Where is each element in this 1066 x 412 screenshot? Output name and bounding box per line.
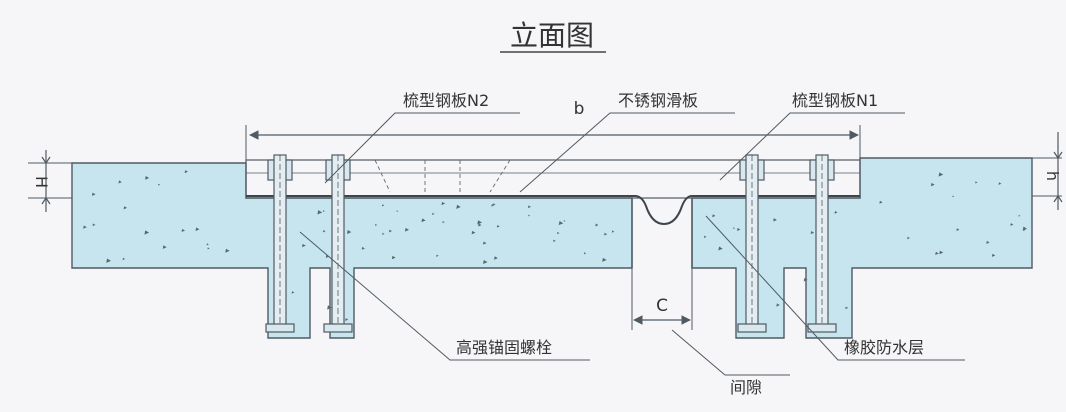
dimension-h-label: h (1043, 171, 1062, 181)
label-rubber-waterproof: 橡胶防水层 (844, 338, 924, 357)
anchor-bolt (265, 154, 295, 333)
label-stainless-slide: 不锈钢滑板 (618, 91, 698, 110)
leader-lines (299, 112, 965, 376)
left-concrete-slab (71, 162, 633, 339)
label-comb-plate-n2: 梳型钢板N2 (403, 91, 489, 110)
comb-plate-outline (245, 159, 861, 199)
anchor-bolt (737, 154, 767, 333)
rubber-waterproof-layer (634, 195, 860, 226)
dimension-C-label: C (656, 296, 668, 316)
anchor-bolt (807, 154, 837, 333)
label-comb-plate-n1: 梳型钢板N1 (792, 91, 878, 110)
anchor-bolts (265, 154, 837, 333)
dimension-H-label: H (32, 176, 51, 188)
label-anchor-bolt: 高强锚固螺栓 (456, 338, 552, 357)
diagram-title: 立面图 (510, 19, 594, 52)
comb-teeth (374, 159, 511, 193)
right-concrete-slab (691, 157, 1033, 339)
label-gap: 间隙 (730, 378, 762, 397)
dimension-b-label: b (574, 99, 585, 119)
